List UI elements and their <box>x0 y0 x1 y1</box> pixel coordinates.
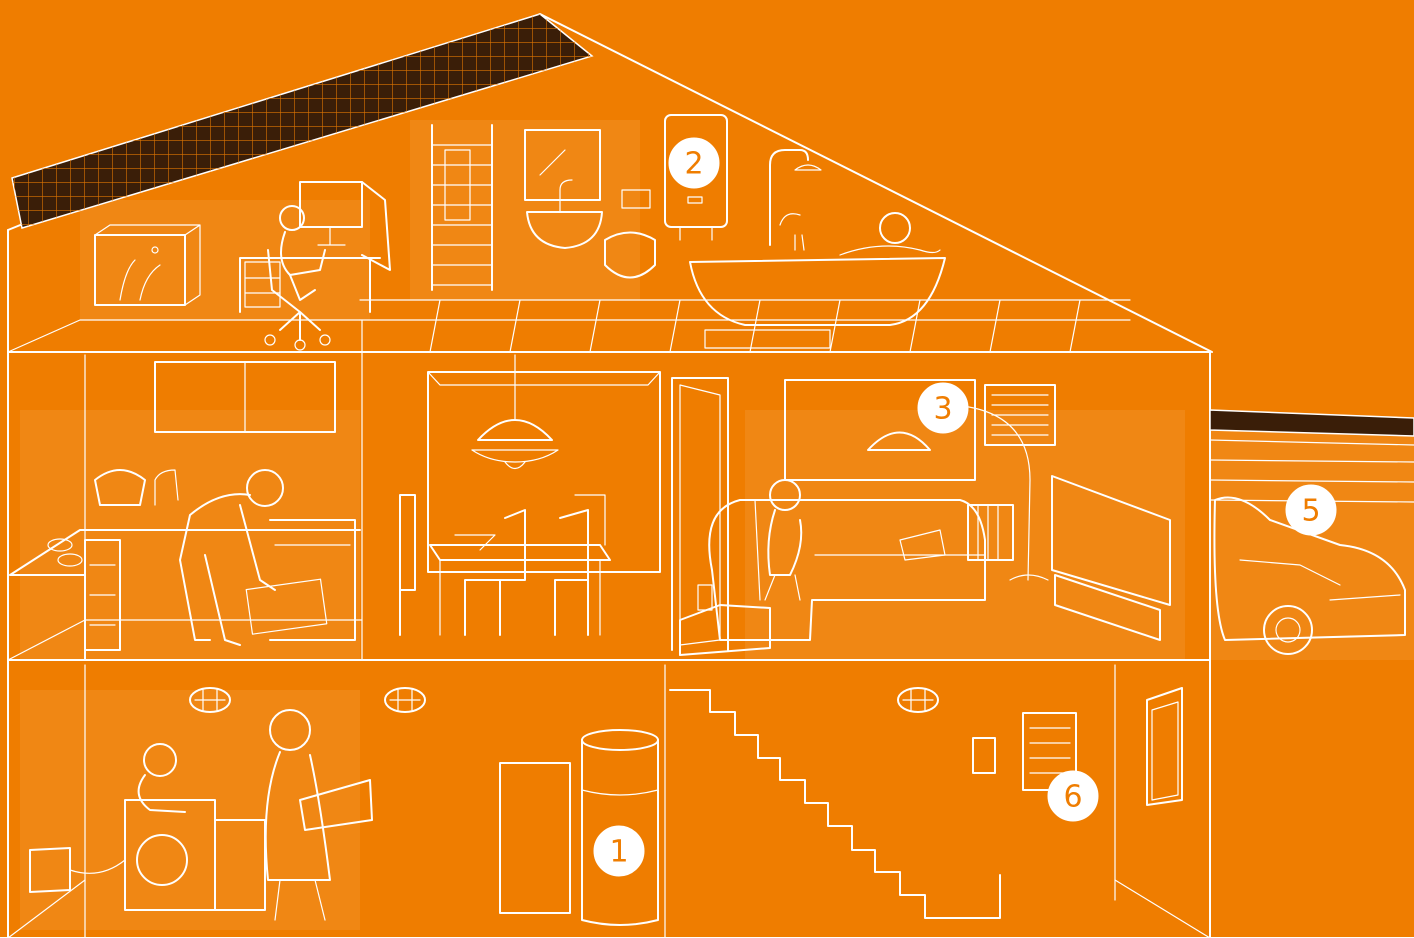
marker-5-label: 5 <box>1301 494 1320 529</box>
marker-2-label: 2 <box>684 147 703 182</box>
marker-1-label: 1 <box>609 835 628 870</box>
dining-chairs <box>400 495 605 635</box>
stairs <box>670 690 1000 918</box>
marker-6[interactable]: 6 <box>1048 771 1098 821</box>
marker-5[interactable]: 5 <box>1286 485 1336 535</box>
marker-1[interactable]: 1 <box>594 826 644 876</box>
dining-room <box>400 355 728 650</box>
heat-pump-indoor <box>500 730 658 925</box>
marker-3[interactable]: 3 <box>918 383 968 433</box>
fuse-box <box>1147 688 1182 805</box>
marker-2[interactable]: 2 <box>669 138 719 188</box>
marker-3-label: 3 <box>933 392 952 427</box>
marker-6-label: 6 <box>1063 780 1082 815</box>
